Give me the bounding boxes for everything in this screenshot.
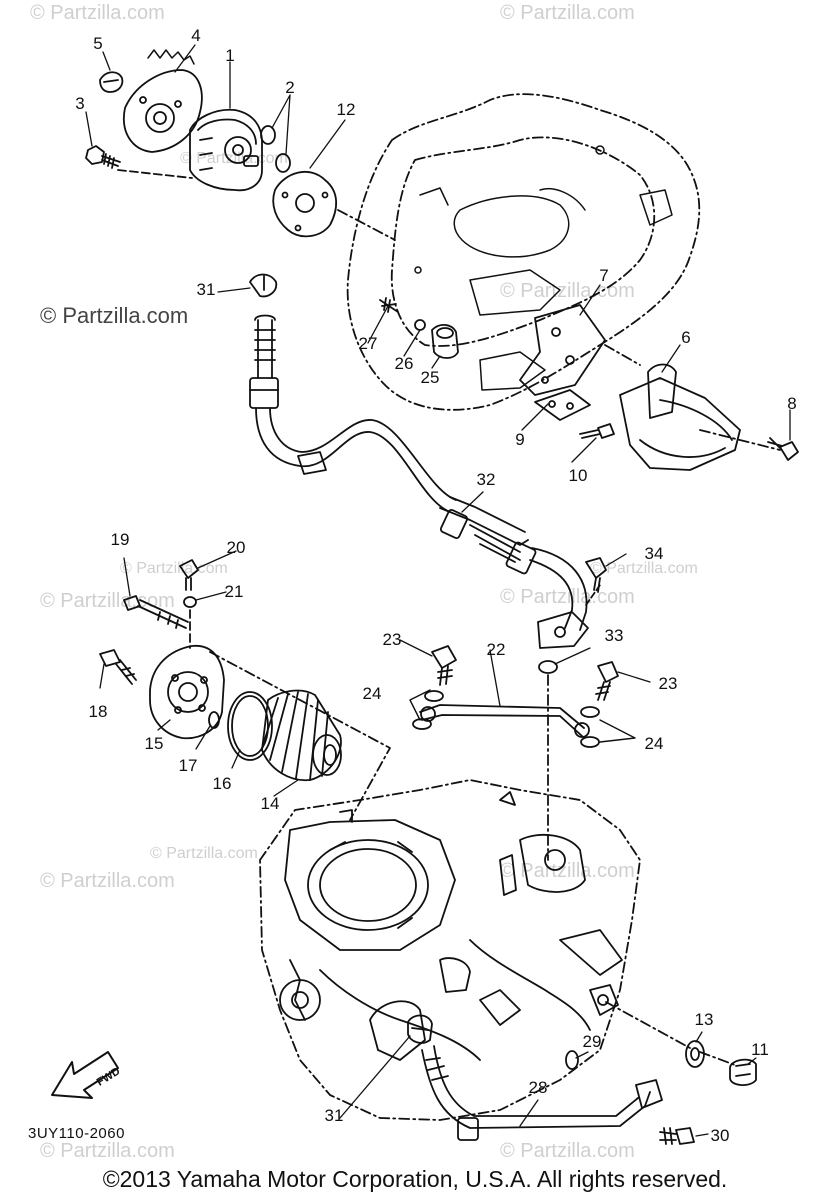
washer-33 <box>538 660 558 674</box>
callout-18: 18 <box>88 702 108 721</box>
callout-26: 26 <box>394 354 414 373</box>
watermark: © Partzilla.com <box>30 2 165 24</box>
callout-17: 17 <box>178 756 198 775</box>
crankcase-cover-outline <box>346 93 701 411</box>
oil-filter-cover <box>149 645 225 740</box>
assembly-line <box>117 169 193 179</box>
callout-10: 10 <box>568 466 588 485</box>
callout-24a: 24 <box>362 684 382 703</box>
leader-line <box>409 689 431 721</box>
watermark: © Partzilla.com <box>40 303 189 328</box>
callout-30: 30 <box>710 1126 730 1145</box>
callout-16: 16 <box>212 774 232 793</box>
callout-21: 21 <box>224 582 244 601</box>
bolt-19 <box>123 595 189 629</box>
watermark: © Partzilla.com <box>500 860 635 882</box>
watermark: © Partzilla.com <box>590 560 698 577</box>
watermark: © Partzilla.com <box>120 560 228 577</box>
callout-24b: 24 <box>644 734 664 753</box>
hose-clamp-lower <box>407 1014 433 1044</box>
callout-25: 25 <box>420 368 440 387</box>
callout-4: 4 <box>191 26 201 45</box>
oil-pipe-28 <box>421 1045 663 1141</box>
oil-pipe-22 <box>419 704 590 738</box>
callout-20: 20 <box>226 538 246 557</box>
watermark: © Partzilla.com <box>500 2 635 24</box>
callout-31a: 31 <box>196 280 216 299</box>
copper-washers-24 <box>412 690 600 748</box>
strainer-screw <box>579 423 615 439</box>
o-rings <box>260 125 291 173</box>
oil-filter-element <box>261 689 342 782</box>
assembly-line <box>605 1001 691 1049</box>
crankcase-small-parts <box>379 297 459 359</box>
callout-9: 9 <box>515 430 525 449</box>
hose-clamp-upper <box>249 273 278 298</box>
callout-23a: 23 <box>382 630 402 649</box>
gear-clip <box>99 71 124 93</box>
callout-3: 3 <box>75 94 85 113</box>
bolt-18 <box>99 649 137 685</box>
callout-15: 15 <box>144 734 164 753</box>
pipe-bolt-34 <box>585 557 607 593</box>
callout-leaders <box>85 44 791 1137</box>
fwd-arrow-icon <box>51 1051 119 1099</box>
callout-14: 14 <box>260 794 280 813</box>
callout-1: 1 <box>225 46 235 65</box>
watermark: © Partzilla.com <box>150 845 258 862</box>
drain-plug-11 <box>729 1058 757 1086</box>
callout-32: 32 <box>476 470 496 489</box>
watermark: © Partzilla.com <box>500 586 635 608</box>
o-ring-17 <box>208 711 220 729</box>
assembly-line <box>604 344 641 366</box>
callout-22: 22 <box>486 640 506 659</box>
leader-line <box>599 719 636 743</box>
crankcase-cover-details <box>414 145 673 391</box>
callout-19: 19 <box>110 530 130 549</box>
callout-2: 2 <box>285 78 295 97</box>
watermark: © Partzilla.com <box>40 870 175 892</box>
callout-23b: 23 <box>658 674 678 693</box>
pump-bolt <box>85 145 121 169</box>
bolt-20 <box>179 559 199 591</box>
callout-12: 12 <box>336 100 356 119</box>
callout-27: 27 <box>358 334 378 353</box>
callout-11: 11 <box>751 1040 769 1059</box>
strainer-gasket <box>534 389 591 421</box>
bolt-30 <box>659 1127 695 1145</box>
watermark: © Partzilla.com <box>500 1140 635 1162</box>
callout-34: 34 <box>644 544 664 563</box>
oil-strainer <box>619 363 781 471</box>
union-bolt-23 <box>431 645 457 686</box>
washer-21 <box>183 596 197 608</box>
oil-pump-gear <box>123 49 203 153</box>
oil-delivery-pipe <box>249 314 601 649</box>
callout-28: 28 <box>528 1078 548 1097</box>
pump-gasket <box>272 171 338 238</box>
diagram-code: 3UY110-2060 <box>28 1125 125 1142</box>
watermark: © Partzilla.com <box>40 1140 175 1162</box>
watermark: © Partzilla.com <box>500 280 635 302</box>
strainer-bolt <box>767 437 799 461</box>
o-ring-16 <box>227 691 273 761</box>
callout-29: 29 <box>582 1032 602 1051</box>
callout-7: 7 <box>599 266 609 285</box>
assembly-line <box>699 1051 736 1066</box>
callout-33: 33 <box>604 626 624 645</box>
assembly-line <box>337 209 396 241</box>
callout-13: 13 <box>694 1010 714 1029</box>
o-ring-29 <box>565 1050 579 1070</box>
assembly-line <box>209 651 391 821</box>
callout-5: 5 <box>93 34 103 53</box>
drain-washer-13 <box>685 1040 705 1068</box>
callout-8: 8 <box>787 394 797 413</box>
lower-crankcase <box>259 779 641 1121</box>
copyright-notice: ©2013 Yamaha Motor Corporation, U.S.A. A… <box>102 1166 728 1192</box>
union-bolt-23 <box>595 661 619 701</box>
oil-pump <box>189 108 263 192</box>
callout-6: 6 <box>681 328 691 347</box>
strainer-plate <box>519 304 606 396</box>
callout-31b: 31 <box>324 1106 344 1125</box>
